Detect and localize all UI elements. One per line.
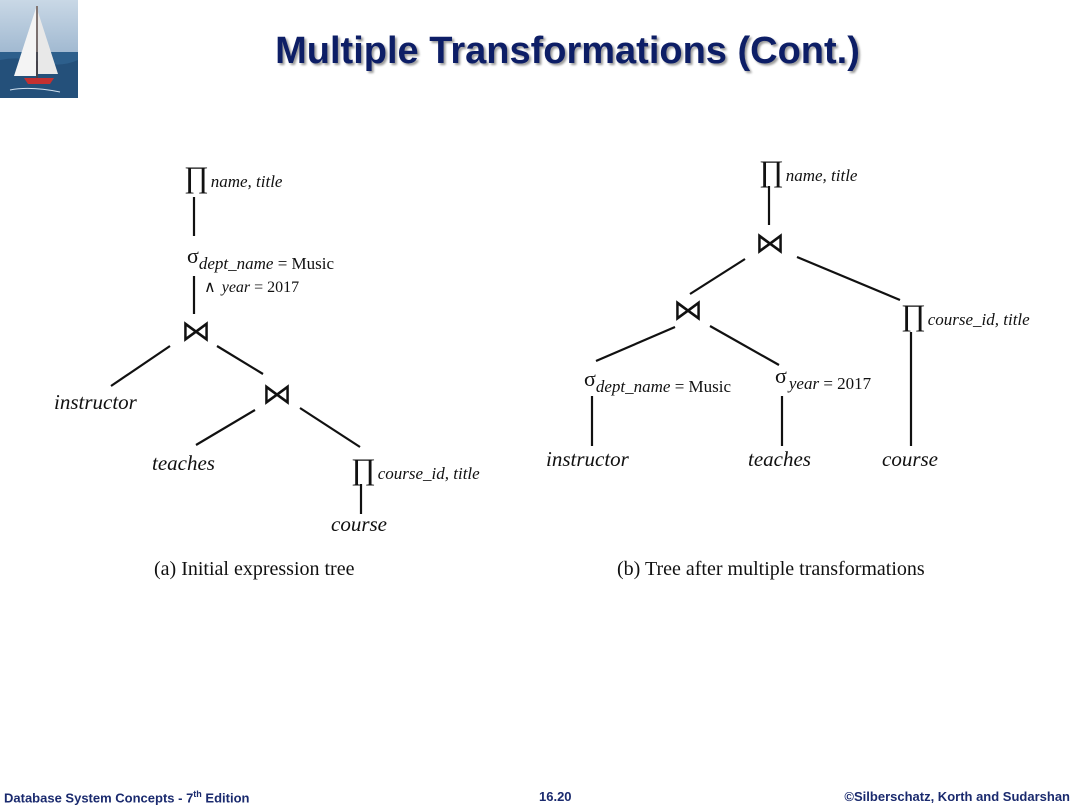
tree-a-course: course (331, 512, 387, 536)
tree-a-selection-line2: ∧year = 2017 (204, 279, 299, 296)
tree-b-caption: (b) Tree after multiple transformations (617, 558, 925, 580)
slide-title: Multiple Transformations (Cont.) (275, 30, 860, 72)
tree-b-course-projection: ∏course_id, title (901, 299, 1030, 332)
footer-book-title-sup: th (193, 789, 202, 799)
tree-b-teaches: teaches (748, 447, 811, 471)
tree-b-instructor: instructor (546, 447, 630, 471)
slide-footer: Database System Concepts - 7th Edition 1… (0, 786, 1080, 808)
tree-b-selection-dept: σdept_name = Music (584, 366, 731, 396)
sailboat-logo-icon (0, 0, 78, 98)
tree-a-course-projection: ∏course_id, title (351, 453, 480, 486)
footer-book-title-suffix: Edition (201, 790, 250, 806)
tree-b-join-lower: ⋈ (673, 294, 703, 327)
footer-copyright: ©Silberschatz, Korth and Sudarshan (844, 789, 1070, 804)
tree-b-course: course (882, 447, 938, 471)
tree-edges (110, 186, 913, 514)
tree-a-instructor: instructor (54, 390, 138, 414)
tree-a-root-projection: ∏name, title (184, 161, 283, 194)
footer-slide-number: 16.20 (539, 789, 572, 804)
tree-a-join-top: ⋈ (181, 315, 211, 348)
tree-a-join-lower: ⋈ (262, 378, 292, 411)
tree-a-selection-line1: σdept_name = Music (187, 243, 334, 273)
tree-a-caption: (a) Initial expression tree (154, 558, 355, 580)
footer-book-title: Database System Concepts - 7th Edition (4, 789, 249, 805)
tree-a-teaches: teaches (152, 451, 215, 475)
footer-book-title-prefix: Database System Concepts - 7 (4, 790, 194, 806)
tree-b-join-top: ⋈ (755, 227, 785, 260)
tree-b-root-projection: ∏name, title (759, 155, 858, 188)
